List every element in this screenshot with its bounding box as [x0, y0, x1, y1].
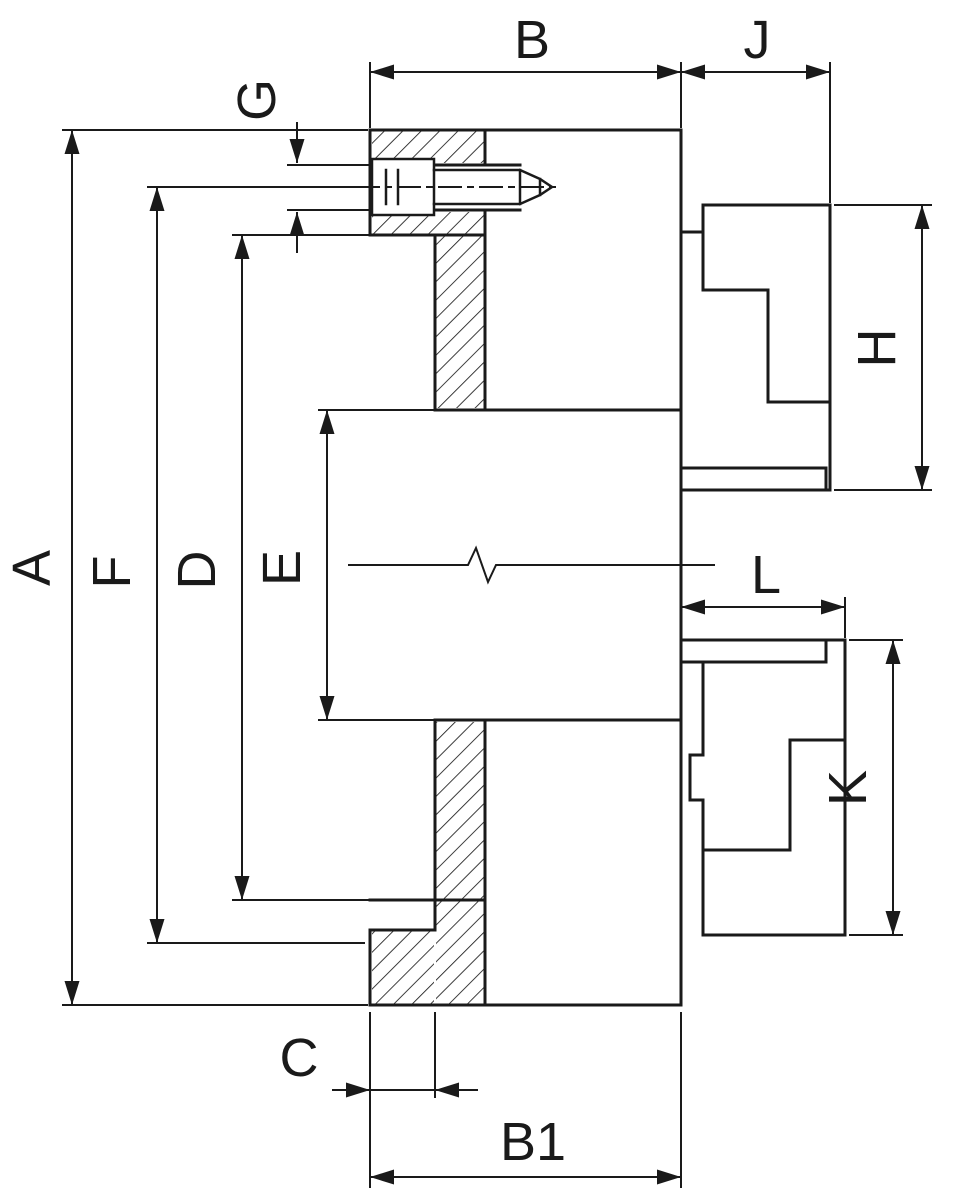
arrowhead — [681, 599, 705, 615]
arrowhead — [914, 205, 930, 229]
arrowhead — [234, 876, 250, 900]
dim-label-b: B — [514, 10, 550, 70]
arrowhead — [149, 919, 165, 943]
arrowhead — [234, 235, 250, 259]
arrowhead — [806, 64, 830, 80]
arrowhead — [346, 1082, 370, 1098]
arrowhead — [885, 911, 901, 935]
hatch-lower-web — [436, 722, 484, 1004]
dim-label-b1: B1 — [500, 1112, 566, 1172]
arrowhead — [319, 696, 335, 720]
dimension-labels: A F D E G B J H L K C B1 — [2, 10, 907, 1172]
section-hatching — [372, 131, 484, 1004]
arrowhead — [657, 1169, 681, 1185]
dim-label-a: A — [2, 550, 62, 586]
dim-label-f: F — [82, 556, 142, 589]
dim-label-j: J — [744, 10, 771, 70]
dim-label-e: E — [252, 550, 312, 586]
centerline — [348, 545, 715, 585]
hatch-upper-web — [436, 236, 484, 408]
arrowhead — [914, 466, 930, 490]
arrowhead — [319, 410, 335, 434]
arrowhead — [64, 981, 80, 1005]
dim-label-c: C — [280, 1028, 319, 1088]
hatch-top-flange — [372, 131, 484, 163]
dim-label-g: G — [227, 79, 287, 121]
dimension-arrowheads — [64, 64, 930, 1185]
arrowhead — [681, 64, 705, 80]
chuck-body-outline — [368, 128, 683, 1007]
arrowhead — [821, 599, 845, 615]
arrowhead — [657, 64, 681, 80]
dim-label-k: K — [818, 770, 878, 806]
arrowhead — [64, 130, 80, 154]
dim-label-l: L — [751, 545, 781, 605]
arrowhead — [289, 139, 305, 163]
arrowhead — [370, 64, 394, 80]
dimension-lines — [62, 62, 932, 1188]
dim-label-d: D — [167, 551, 227, 590]
hatch-bottom-flange — [372, 931, 434, 1004]
hatch-below-bolt — [372, 212, 484, 234]
arrowhead — [435, 1082, 459, 1098]
mounting-bolt — [356, 157, 560, 217]
arrowhead — [370, 1169, 394, 1185]
bottom-jaw-outline — [679, 638, 847, 937]
arrowhead — [885, 640, 901, 664]
top-jaw-outline — [679, 203, 832, 492]
dim-label-h: H — [847, 329, 907, 368]
arrowhead — [149, 187, 165, 211]
arrowhead — [289, 212, 305, 236]
